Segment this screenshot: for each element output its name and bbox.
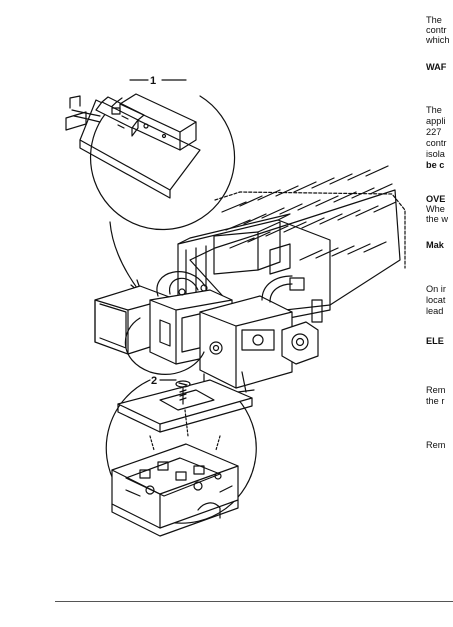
text-line: On ir bbox=[426, 284, 446, 294]
text-line: contr bbox=[426, 138, 447, 148]
gas-valve-illustration: 1 2 bbox=[65, 75, 406, 537]
text-line: the r bbox=[426, 396, 445, 406]
detail-circle-2 bbox=[105, 379, 257, 537]
section-heading: Mak bbox=[426, 240, 444, 250]
text-line: which bbox=[426, 35, 450, 45]
text-line: Rem bbox=[426, 440, 446, 450]
text-line: 227 bbox=[426, 127, 442, 137]
text-line: Whe bbox=[426, 204, 445, 214]
callout-1: 1 bbox=[150, 75, 156, 87]
leader-arrow-1 bbox=[109, 221, 143, 295]
detail-circle-1 bbox=[65, 79, 236, 231]
text-line: The bbox=[426, 15, 442, 25]
callout-2: 2 bbox=[151, 375, 157, 387]
text-line: contr bbox=[426, 25, 447, 35]
section-heading: WAF bbox=[426, 62, 447, 72]
footer-rule bbox=[55, 601, 453, 602]
heat-exchanger bbox=[189, 165, 406, 316]
gas-valve bbox=[94, 271, 319, 393]
text-line-bold: be c bbox=[426, 160, 445, 170]
text-line: The bbox=[426, 105, 442, 115]
text-line: Rem bbox=[426, 385, 446, 395]
section-heading: OVE bbox=[426, 194, 446, 204]
text-line: locat bbox=[426, 295, 446, 305]
text-line: the w bbox=[426, 214, 448, 224]
text-line: isola bbox=[426, 149, 445, 159]
text-line: appli bbox=[426, 116, 446, 126]
text-line: lead bbox=[426, 306, 444, 316]
section-heading: ELE bbox=[426, 336, 444, 346]
